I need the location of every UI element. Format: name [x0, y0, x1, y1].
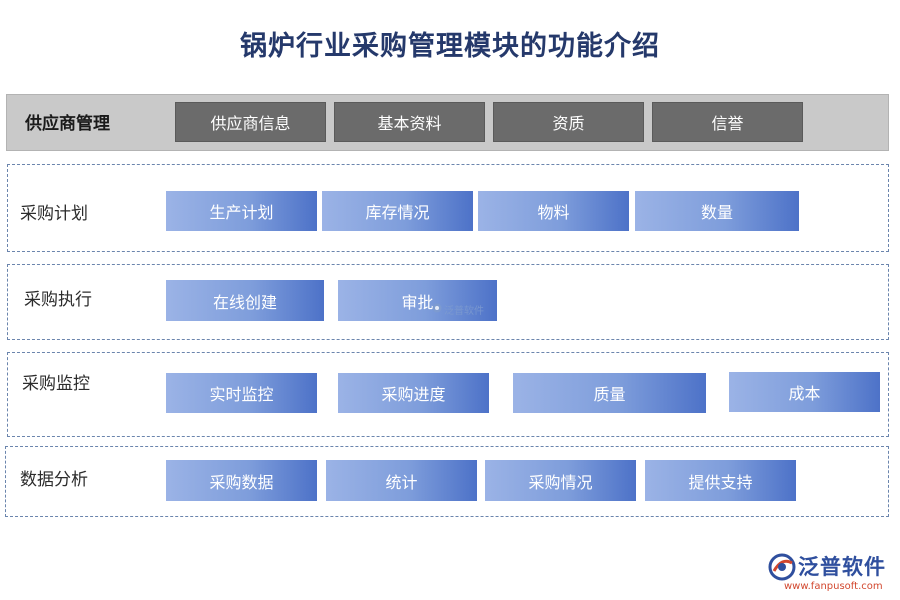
watermark-inline-text: 泛普软件 — [444, 306, 484, 317]
row-label: 供应商管理 — [25, 114, 110, 134]
box-production-plan: 生产计划 — [166, 191, 317, 231]
row-label: 采购计划 — [20, 204, 88, 224]
logo-url: www.fanpusoft.com — [784, 581, 883, 592]
box-materials: 物料 — [478, 191, 629, 231]
box-approval: 审批 — [338, 280, 497, 321]
logo-icon — [432, 303, 442, 316]
box-purchase-status: 采购情况 — [485, 460, 636, 501]
box-inventory: 库存情况 — [322, 191, 473, 231]
box-purchase-progress: 采购进度 — [338, 373, 489, 413]
box-qualification: 资质 — [493, 102, 644, 142]
box-reputation: 信誉 — [652, 102, 803, 142]
row-purchase-plan: 采购计划 生产计划 库存情况 物料 数量 — [7, 164, 889, 252]
row-supplier-management: 供应商管理 供应商信息 基本资料 资质 信誉 — [6, 94, 889, 151]
row-label: 采购执行 — [24, 290, 92, 310]
row-data-analysis: 数据分析 采购数据 统计 采购情况 提供支持 — [5, 446, 889, 517]
logo-icon — [768, 553, 796, 585]
logo-brand-text: 泛普软件 — [798, 555, 886, 579]
row-purchase-execution: 采购执行 在线创建 审批 — [7, 264, 889, 340]
row-purchase-monitoring: 采购监控 实时监控 采购进度 质量 成本 — [7, 352, 889, 437]
box-quantity: 数量 — [635, 191, 799, 231]
row-label: 采购监控 — [22, 374, 90, 394]
box-online-create: 在线创建 — [166, 280, 324, 321]
brand-logo: 泛普软件 www.fanpusoft.com — [768, 551, 893, 595]
box-purchase-data: 采购数据 — [166, 460, 317, 501]
watermark-inline: 泛普软件 — [432, 302, 484, 317]
row-label: 数据分析 — [20, 470, 88, 490]
box-quality: 质量 — [513, 373, 706, 413]
page-title: 锅炉行业采购管理模块的功能介绍 — [240, 31, 660, 62]
box-provide-support: 提供支持 — [645, 460, 796, 501]
box-cost: 成本 — [729, 372, 880, 412]
box-realtime-monitor: 实时监控 — [166, 373, 317, 413]
box-supplier-info: 供应商信息 — [175, 102, 326, 142]
box-statistics: 统计 — [326, 460, 477, 501]
box-basic-data: 基本资料 — [334, 102, 485, 142]
